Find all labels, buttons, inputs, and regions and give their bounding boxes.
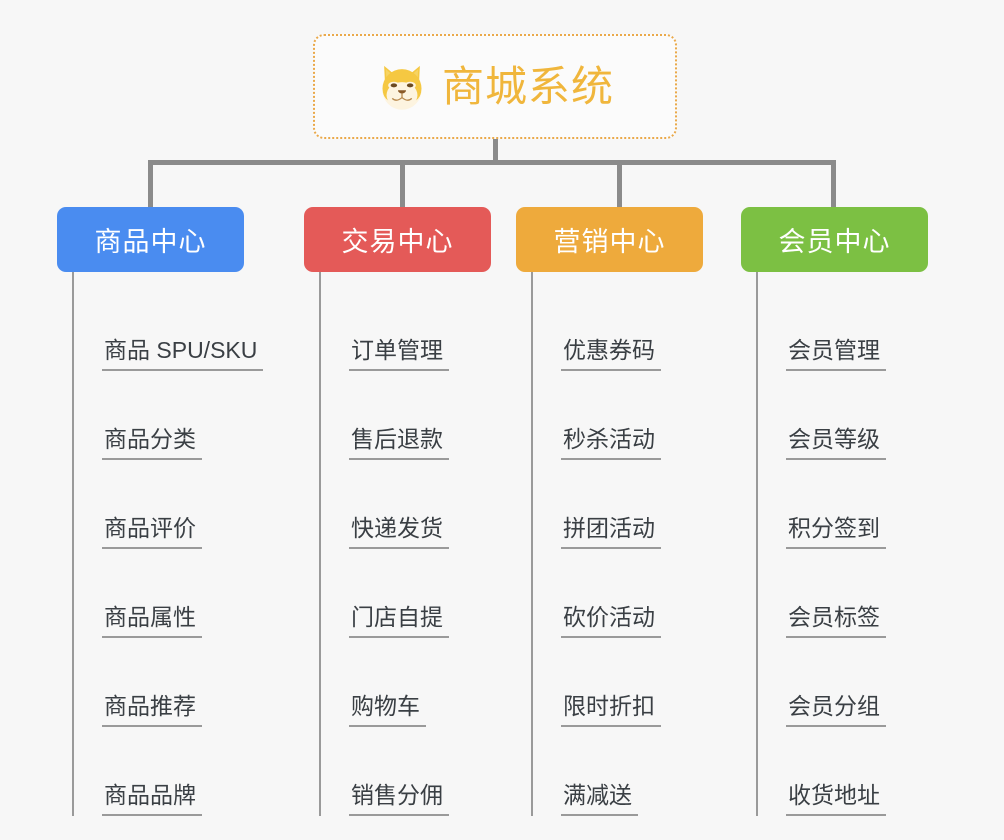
list-item[interactable]: 拼团活动 [533, 460, 686, 549]
list-item[interactable]: 积分签到 [758, 460, 936, 549]
leaf-label: 砍价活动 [561, 603, 661, 638]
list-item[interactable]: 订单管理 [321, 282, 468, 371]
list-item[interactable]: 收货地址 [758, 727, 936, 816]
list-item[interactable]: 售后退款 [321, 371, 468, 460]
leaf-label: 订单管理 [349, 336, 449, 371]
leaf-list-marketing: 优惠券码 秒杀活动 拼团活动 砍价活动 限时折扣 满减送 [531, 272, 686, 816]
leaf-label: 积分签到 [786, 514, 886, 549]
leaf-label: 限时折扣 [561, 692, 661, 727]
list-item[interactable]: 购物车 [321, 638, 468, 727]
leaf-label: 售后退款 [349, 425, 449, 460]
connector-drop-0 [148, 160, 153, 208]
list-item[interactable]: 商品推荐 [74, 638, 250, 727]
leaf-list-member: 会员管理 会员等级 积分签到 会员标签 会员分组 收货地址 [756, 272, 936, 816]
connector-horizontal-bar [148, 160, 836, 165]
leaf-label: 快递发货 [349, 514, 449, 549]
branch-columns: 商品中心 商品 SPU/SKU 商品分类 商品评价 商品属性 商品推荐 商品品牌… [0, 207, 1004, 816]
leaf-label: 会员等级 [786, 425, 886, 460]
leaf-label: 满减送 [561, 781, 638, 816]
list-item[interactable]: 商品评价 [74, 460, 250, 549]
leaf-label: 购物车 [349, 692, 426, 727]
leaf-label: 商品属性 [102, 603, 202, 638]
leaf-label: 商品分类 [102, 425, 202, 460]
list-item[interactable]: 快递发货 [321, 460, 468, 549]
connector-drop-1 [400, 160, 405, 208]
list-item[interactable]: 商品 SPU/SKU [74, 282, 264, 371]
branch-column-member: 会员中心 会员管理 会员等级 积分签到 会员标签 会员分组 收货地址 [686, 207, 936, 816]
list-item[interactable]: 秒杀活动 [533, 371, 686, 460]
root-node[interactable]: 商城系统 [313, 34, 677, 139]
leaf-label: 秒杀活动 [561, 425, 661, 460]
list-item[interactable]: 门店自提 [321, 549, 468, 638]
list-item[interactable]: 会员分组 [758, 638, 936, 727]
list-item[interactable]: 商品品牌 [74, 727, 250, 816]
leaf-label: 商品评价 [102, 514, 202, 549]
leaf-list-trade: 订单管理 售后退款 快递发货 门店自提 购物车 销售分佣 [319, 272, 468, 816]
list-item[interactable]: 会员管理 [758, 282, 936, 371]
branch-header-member[interactable]: 会员中心 [741, 207, 928, 272]
list-item[interactable]: 满减送 [533, 727, 686, 816]
list-item[interactable]: 优惠券码 [533, 282, 686, 371]
connector-drop-2 [617, 160, 622, 208]
list-item[interactable]: 商品属性 [74, 549, 250, 638]
leaf-label: 商品品牌 [102, 781, 202, 816]
root-title: 商城系统 [441, 62, 614, 110]
connector-stem [493, 139, 498, 162]
leaf-label: 商品推荐 [102, 692, 202, 727]
list-item[interactable]: 会员等级 [758, 371, 936, 460]
leaf-label: 优惠券码 [561, 336, 661, 371]
leaf-label: 会员标签 [786, 603, 886, 638]
branch-header-marketing[interactable]: 营销中心 [516, 207, 703, 272]
list-item[interactable]: 限时折扣 [533, 638, 686, 727]
list-item[interactable]: 会员标签 [758, 549, 936, 638]
branch-column-product: 商品中心 商品 SPU/SKU 商品分类 商品评价 商品属性 商品推荐 商品品牌 [0, 207, 264, 816]
leaf-label: 拼团活动 [561, 514, 661, 549]
branch-column-trade: 交易中心 订单管理 售后退款 快递发货 门店自提 购物车 销售分佣 [250, 207, 491, 816]
list-item[interactable]: 销售分佣 [321, 727, 468, 816]
list-item[interactable]: 砍价活动 [533, 549, 686, 638]
leaf-label: 商品 SPU/SKU [102, 336, 264, 371]
leaf-label: 门店自提 [349, 603, 449, 638]
shiba-inu-dog-face-icon [382, 65, 422, 110]
connector-drop-3 [831, 160, 836, 208]
leaf-label: 销售分佣 [349, 781, 449, 816]
leaf-list-product: 商品 SPU/SKU 商品分类 商品评价 商品属性 商品推荐 商品品牌 [72, 272, 264, 816]
leaf-label: 收货地址 [786, 781, 886, 816]
leaf-label: 会员分组 [786, 692, 886, 727]
branch-header-trade[interactable]: 交易中心 [304, 207, 491, 272]
branch-header-product[interactable]: 商品中心 [57, 207, 244, 272]
list-item[interactable]: 商品分类 [74, 371, 250, 460]
branch-column-marketing: 营销中心 优惠券码 秒杀活动 拼团活动 砍价活动 限时折扣 满减送 [468, 207, 703, 816]
leaf-label: 会员管理 [786, 336, 886, 371]
